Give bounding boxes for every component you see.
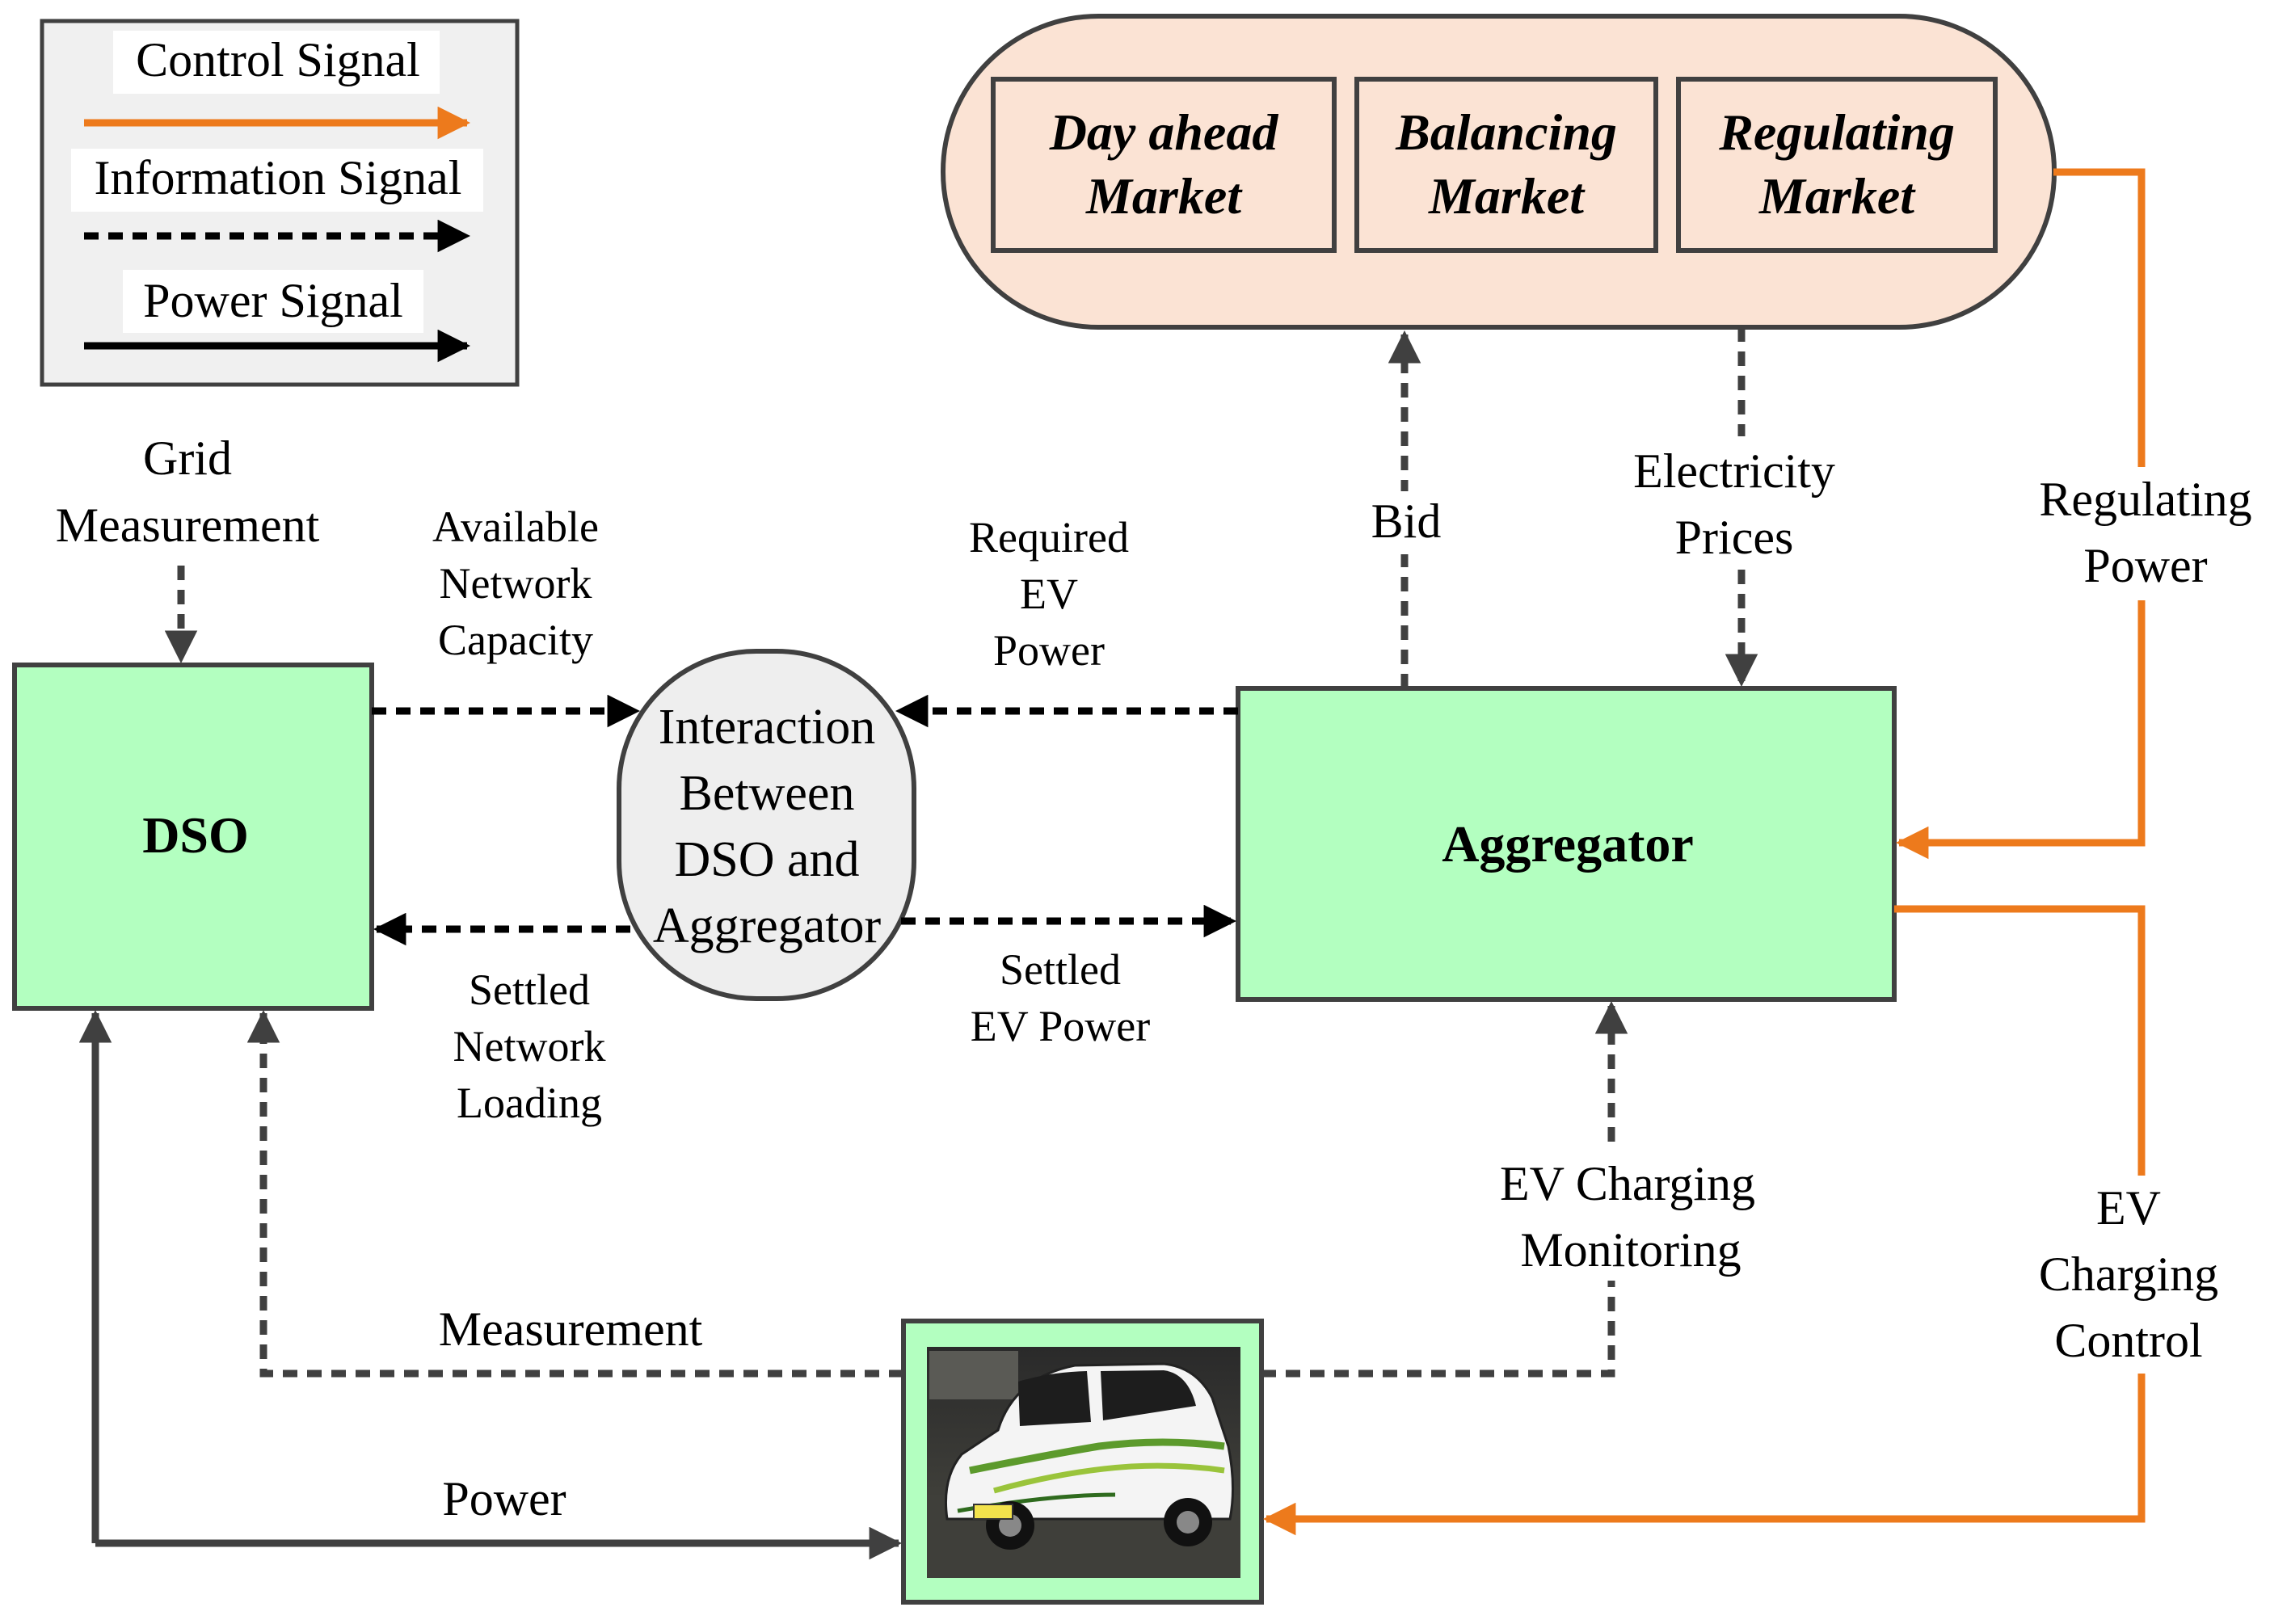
interaction-line4: Aggregator — [653, 898, 882, 953]
aggregator-label: Aggregator — [1442, 815, 1694, 873]
ev-photo-background-car — [929, 1351, 1018, 1399]
settled-network-loading-line3: Loading — [457, 1079, 602, 1127]
settled-network-loading-line1: Settled — [469, 966, 590, 1014]
required-ev-power-line2: EV — [1020, 570, 1078, 618]
regulating-market-line1: Regulating — [1718, 103, 1955, 161]
available-capacity-line1: Available — [432, 503, 599, 551]
interaction-line1: Interaction — [659, 700, 876, 755]
balancing-market-line1: Balancing — [1395, 103, 1617, 161]
grid-measurement-line1: Grid — [143, 431, 232, 485]
electricity-prices-line2: Prices — [1675, 511, 1794, 564]
settled-network-loading-line2: Network — [453, 1022, 606, 1071]
measurement-arrow — [246, 1009, 903, 1378]
regulating-power-line1: Regulating — [2039, 473, 2251, 526]
legend-label-bg — [71, 149, 483, 212]
market-container: Day ahead Market Balancing Market Regula… — [941, 14, 2057, 330]
legend-power-label: Power Signal — [143, 274, 403, 327]
electricity-prices-line1: Electricity — [1633, 444, 1835, 498]
aggregator-box — [1236, 686, 1897, 1002]
ev-charging-monitoring-arrow — [1261, 1000, 1628, 1378]
dso-label: DSO — [142, 806, 249, 864]
day-ahead-market-box — [991, 77, 1337, 253]
ev-charging-control-label-bg — [2016, 1176, 2259, 1374]
dso-box — [12, 663, 374, 1011]
interaction-line3: DSO and — [674, 832, 859, 887]
power-label: Power — [442, 1472, 566, 1525]
ev-charging-monitoring-line1: EV Charging — [1500, 1157, 1755, 1210]
settled-ev-power-line2: EV Power — [971, 1002, 1151, 1050]
day-ahead-market-line2: Market — [1085, 167, 1243, 225]
legend: Control Signal Information Signal Power … — [40, 19, 520, 387]
ev-charging-monitoring-label-bg — [1471, 1147, 1767, 1281]
ev-charging-control-line1: EV — [2096, 1181, 2161, 1235]
electric-car-photo — [944, 1362, 1235, 1550]
interaction-line2: Between — [680, 766, 855, 821]
day-ahead-market-line1: Day ahead — [1049, 103, 1279, 161]
required-ev-power-line1: Required — [969, 513, 1129, 562]
balancing-market-line2: Market — [1428, 167, 1586, 225]
grid-measurement-line2: Measurement — [56, 499, 320, 552]
electricity-prices-label-bg — [1613, 436, 1852, 570]
interaction-oval — [617, 649, 916, 1001]
settled-ev-power-line1: Settled — [1000, 945, 1121, 994]
legend-label-bg — [123, 270, 423, 333]
regulating-market-line2: Market — [1758, 167, 1916, 225]
legend-information-label: Information Signal — [95, 151, 462, 204]
required-ev-power-line3: Power — [993, 626, 1105, 675]
ev-image — [901, 1319, 1264, 1605]
available-capacity-line3: Capacity — [438, 616, 593, 664]
legend-label-bg — [113, 31, 440, 94]
balancing-market-box — [1354, 77, 1658, 253]
regulating-power-label-bg — [2020, 467, 2263, 600]
ev-charging-monitoring-line2: Monitoring — [1520, 1223, 1741, 1277]
ev-charging-control-line3: Control — [2054, 1314, 2202, 1367]
ev-charging-control-line2: Charging — [2039, 1247, 2218, 1301]
bid-label: Bid — [1371, 494, 1442, 548]
measurement-label: Measurement — [439, 1302, 703, 1356]
regulating-power-line2: Power — [2083, 539, 2207, 592]
bid-label-bg — [1358, 491, 1451, 554]
legend-control-label: Control Signal — [136, 33, 420, 86]
available-capacity-line2: Network — [440, 559, 592, 608]
regulating-market-box — [1676, 77, 1998, 253]
